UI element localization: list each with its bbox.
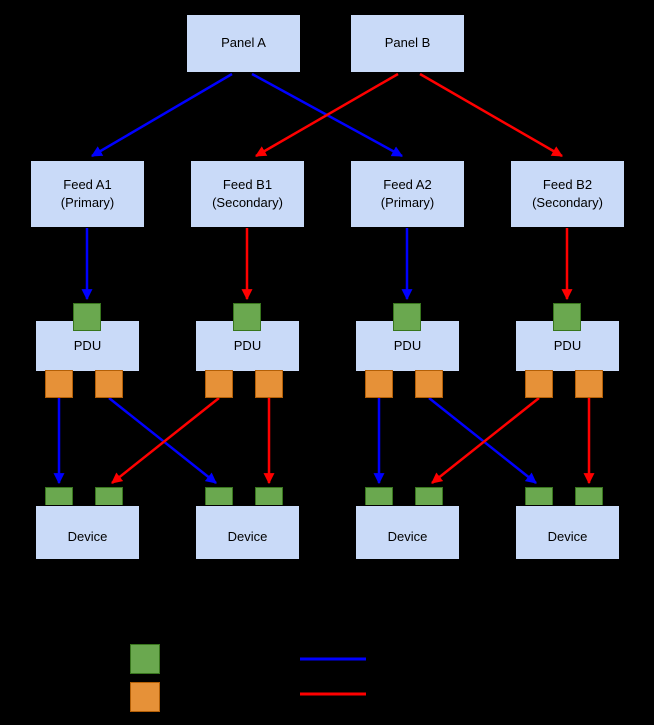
- feed-a1-box: Feed A1 (Primary): [30, 160, 145, 228]
- device-3-box: Device: [355, 505, 460, 560]
- feed-b1-box: Feed B1 (Secondary): [190, 160, 305, 228]
- pdu-3-output-port-right: [415, 370, 443, 398]
- pdu-4-output-port-right: [575, 370, 603, 398]
- green-square-swatch: [130, 644, 160, 674]
- pdu-2-label: PDU: [233, 337, 262, 353]
- pdu-1-output-port-right: [95, 370, 123, 398]
- arrow-panel-a-to-feed-a2: [251, 72, 403, 158]
- arrow-pdu1-to-device2: [108, 397, 217, 484]
- pdu-3-label: PDU: [393, 337, 422, 353]
- pdu-1-box: PDU: [35, 320, 140, 372]
- arrow-panel-b-to-feed-b2: [419, 72, 563, 158]
- feed-b1-role: (Secondary): [212, 195, 283, 210]
- device-4-box: Device: [515, 505, 620, 560]
- arrow-pdu3-to-device4: [428, 397, 537, 484]
- arrow-pdu2-to-device1: [111, 397, 220, 484]
- pdu-2-input-port: [233, 303, 261, 331]
- arrow-panel-b-to-feed-b1: [255, 72, 399, 158]
- device-2-box: Device: [195, 505, 300, 560]
- feed-a1-name: Feed A1: [63, 176, 112, 192]
- panel-a-box: Panel A: [186, 14, 301, 73]
- pdu-3-output-port-left: [365, 370, 393, 398]
- device-1-box: Device: [35, 505, 140, 560]
- panel-b-box: Panel B: [350, 14, 465, 73]
- feed-b2-box: Feed B2 (Secondary): [510, 160, 625, 228]
- arrow-pdu4-to-device3: [431, 397, 540, 484]
- feed-b2-role: (Secondary): [532, 195, 603, 210]
- device-4-label: Device: [547, 529, 588, 545]
- pdu-4-label: PDU: [553, 337, 582, 353]
- feed-a1-role: (Primary): [60, 195, 115, 210]
- feed-a2-role: (Primary): [380, 195, 435, 210]
- device-1-label: Device: [67, 529, 108, 545]
- pdu-4-output-port-left: [525, 370, 553, 398]
- feed-b2-name: Feed B2: [542, 176, 593, 192]
- pdu-2-output-port-left: [205, 370, 233, 398]
- arrow-panel-a-to-feed-a1: [91, 72, 233, 158]
- panel-a-label: Panel A: [221, 35, 266, 51]
- feed-a2-name: Feed A2: [383, 176, 432, 192]
- pdu-4-input-port: [553, 303, 581, 331]
- pdu-1-output-port-left: [45, 370, 73, 398]
- panel-b-label: Panel B: [384, 35, 431, 51]
- feed-a2-box: Feed A2 (Primary): [350, 160, 465, 228]
- pdu-1-input-port: [73, 303, 101, 331]
- pdu-3-input-port: [393, 303, 421, 331]
- pdu-2-output-port-right: [255, 370, 283, 398]
- orange-square-swatch: [130, 682, 160, 712]
- device-2-label: Device: [227, 529, 268, 545]
- feed-b1-name: Feed B1: [222, 176, 273, 192]
- device-3-label: Device: [387, 529, 428, 545]
- pdu-1-label: PDU: [73, 337, 102, 353]
